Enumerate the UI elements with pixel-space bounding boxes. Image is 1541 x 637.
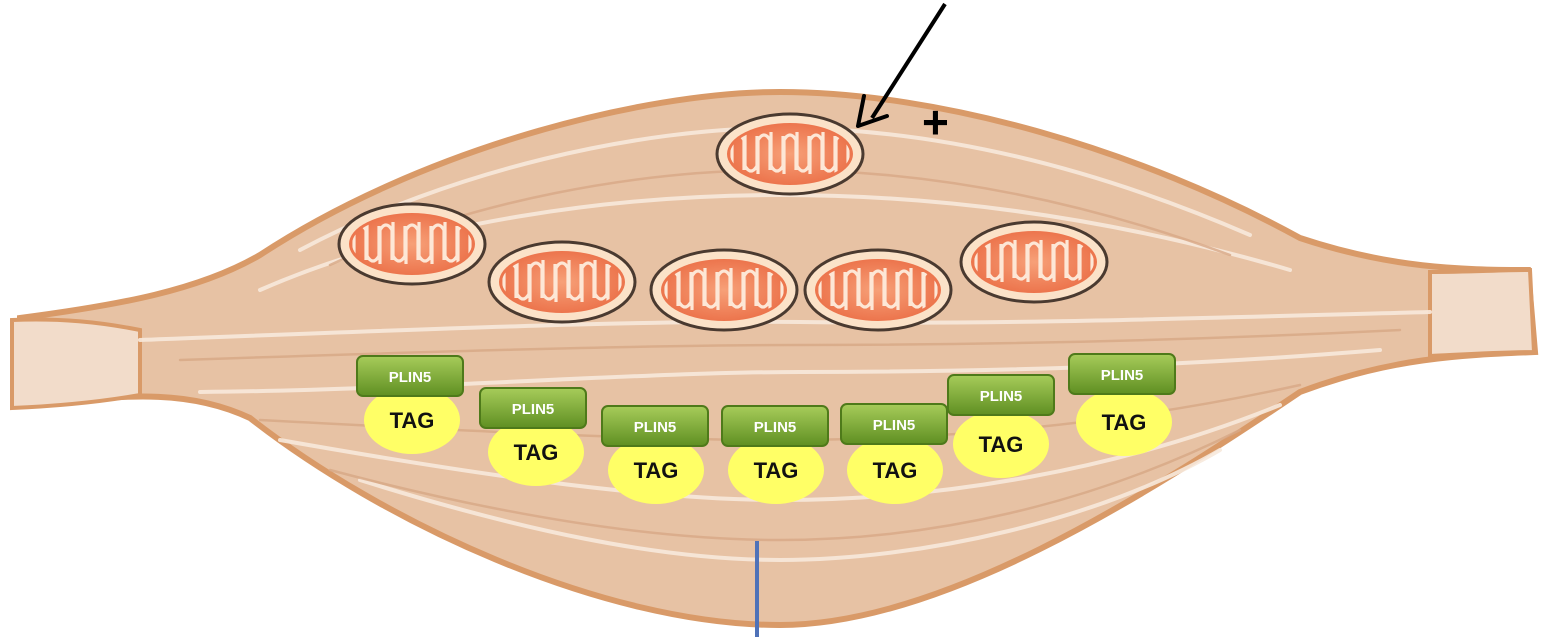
tag-label: TAG: [873, 458, 918, 483]
plin5-protein: [601, 405, 709, 447]
tag-label: TAG: [514, 440, 559, 465]
lipid-droplet: TAG PLIN5: [721, 405, 829, 504]
tag-droplet: [488, 418, 584, 486]
plin5-label: PLIN5: [1101, 367, 1144, 384]
mitochondrion: [715, 112, 865, 196]
plin5-label: PLIN5: [873, 417, 916, 434]
tag-label: TAG: [754, 458, 799, 483]
plin5-protein: [840, 403, 948, 445]
plin5-label: PLIN5: [634, 419, 677, 436]
tag-label: TAG: [1102, 410, 1147, 435]
lipid-droplet: TAG PLIN5: [947, 374, 1055, 478]
right-tendon: [1428, 267, 1537, 359]
mitochondrion: [803, 248, 953, 332]
lipid-droplet: TAG PLIN5: [479, 387, 587, 486]
tag-droplet: [1076, 388, 1172, 456]
plin5-protein: [1068, 353, 1176, 395]
mitochondrion: [649, 248, 799, 332]
lipid-droplet: TAG PLIN5: [601, 405, 709, 504]
tag-droplet: [608, 436, 704, 504]
tag-label: TAG: [634, 458, 679, 483]
tag-droplet: [847, 436, 943, 504]
lipid-droplet: TAG PLIN5: [840, 403, 948, 504]
mitochondrion: [337, 202, 487, 286]
left-tendon: [10, 317, 142, 411]
mitochondria: [337, 112, 1109, 332]
tag-label: TAG: [979, 432, 1024, 457]
mitochondrion: [487, 240, 637, 324]
lipid-droplet: TAG PLIN5: [356, 355, 464, 454]
plus-sign: +: [922, 96, 949, 148]
plin5-label: PLIN5: [512, 401, 555, 418]
plin5-label: PLIN5: [980, 388, 1023, 405]
arrow-head: [856, 94, 889, 128]
mitochondrion: [959, 220, 1109, 304]
lipid-droplet: TAG PLIN5: [1068, 353, 1176, 456]
plin5-protein: [947, 374, 1055, 416]
plin5-protein: [721, 405, 829, 447]
plin5-label: PLIN5: [754, 419, 797, 436]
plin5-protein: [356, 355, 464, 397]
tag-droplet: [953, 410, 1049, 478]
plin5-label: PLIN5: [389, 369, 432, 386]
arrow: [856, 2, 947, 128]
plin5-protein: [479, 387, 587, 429]
tag-droplet: [728, 436, 824, 504]
tag-droplet: [364, 386, 460, 454]
tag-label: TAG: [390, 408, 435, 433]
lipid-droplets: TAGPLIN5TAGPLIN5TAGPLIN5TAGPLIN5TAGPLIN5…: [356, 353, 1176, 504]
arrow-shaft: [870, 2, 947, 120]
